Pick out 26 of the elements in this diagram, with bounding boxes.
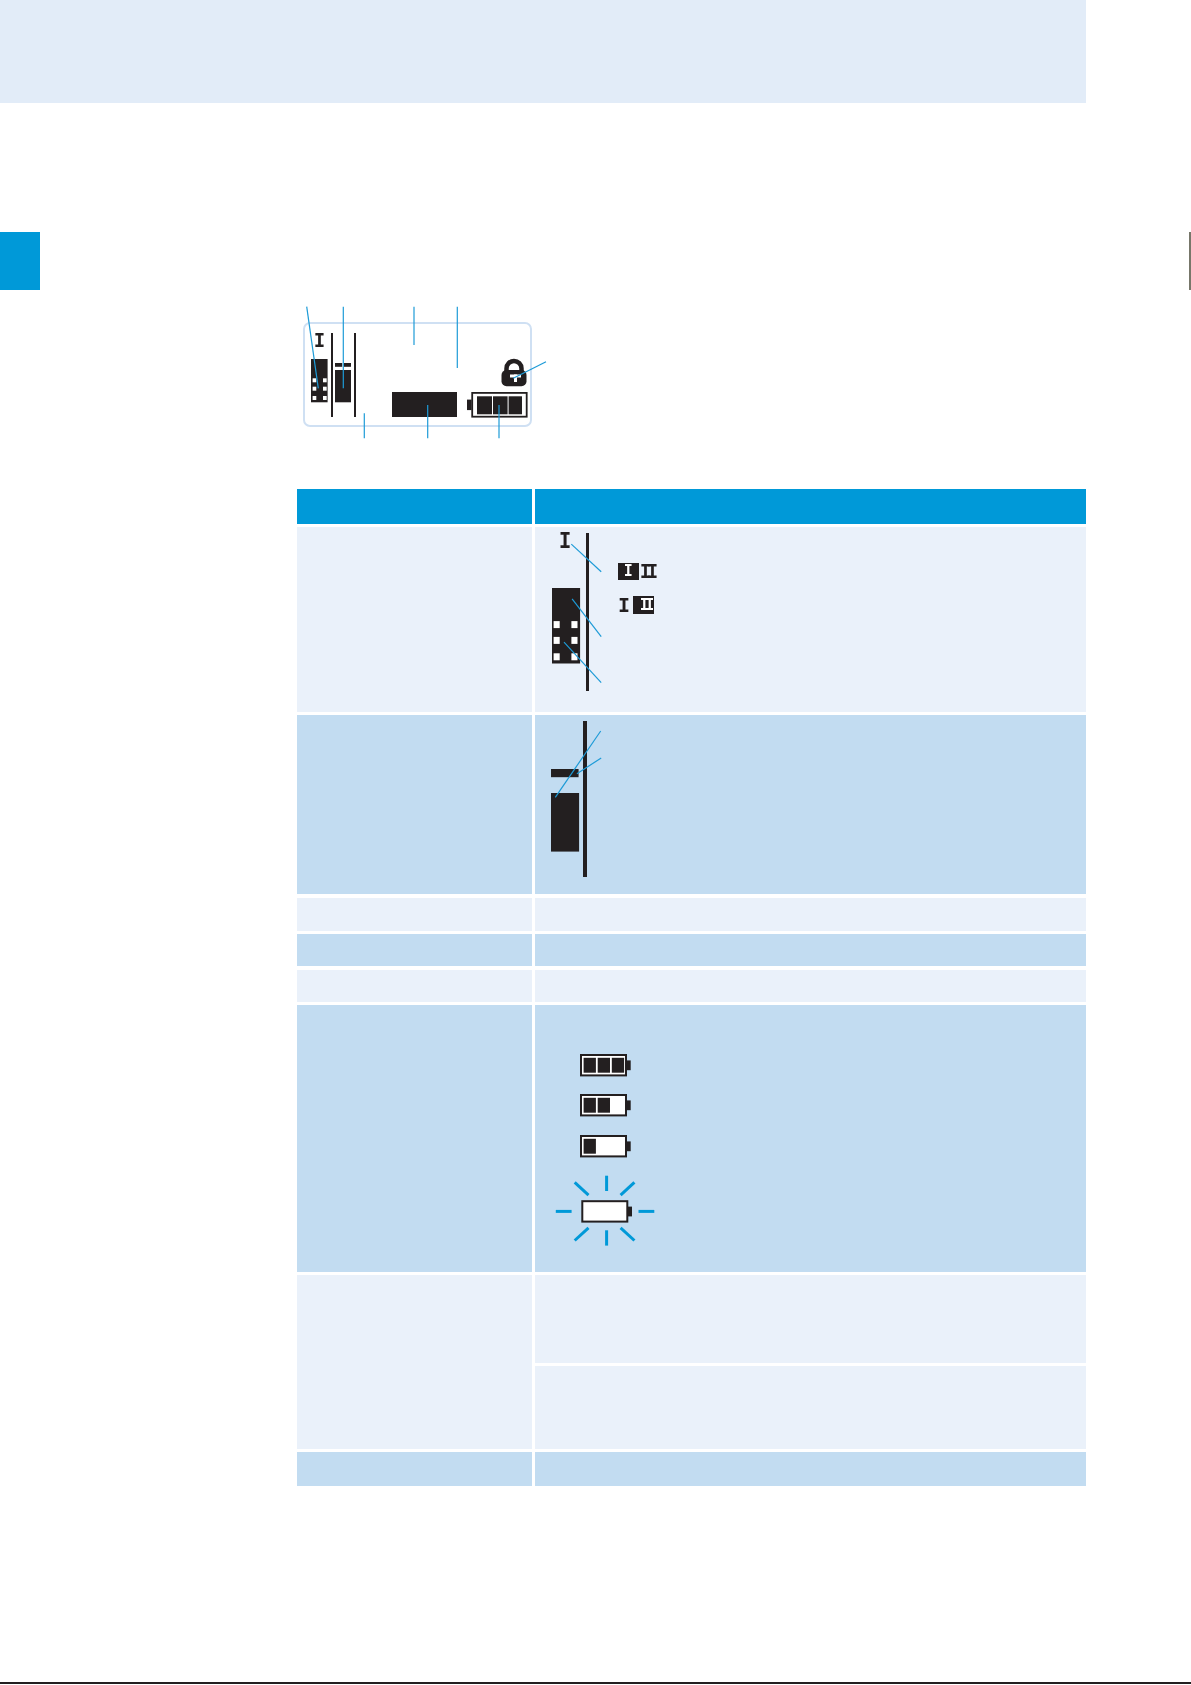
numeral-label: I — [558, 531, 572, 553]
leader-line — [456, 306, 458, 369]
lock-icon — [500, 359, 527, 387]
leader-line — [363, 412, 365, 439]
leader-line — [427, 404, 429, 439]
bar-graph-icon — [310, 359, 328, 403]
numeral-label: II — [639, 562, 654, 582]
leader-line — [554, 730, 602, 798]
bar-graph-icon — [335, 363, 351, 403]
leader-line — [342, 306, 344, 389]
lcd-display — [303, 322, 532, 427]
leader-line — [413, 306, 415, 346]
leader-line — [498, 404, 500, 439]
highlighted-numeral: II — [633, 596, 654, 615]
bar-graph-icon — [551, 588, 580, 664]
bar-segment-icon — [550, 768, 579, 777]
battery-icon — [466, 391, 528, 418]
leader-line — [570, 543, 602, 573]
leader-line — [571, 598, 602, 638]
numeral-label: I — [618, 595, 631, 616]
leader-line — [576, 757, 602, 775]
segment-block-icon — [392, 391, 457, 417]
numeral-label: I — [313, 330, 326, 350]
leader-line — [563, 641, 602, 684]
leader-line — [306, 306, 319, 389]
leader-line — [512, 361, 547, 379]
